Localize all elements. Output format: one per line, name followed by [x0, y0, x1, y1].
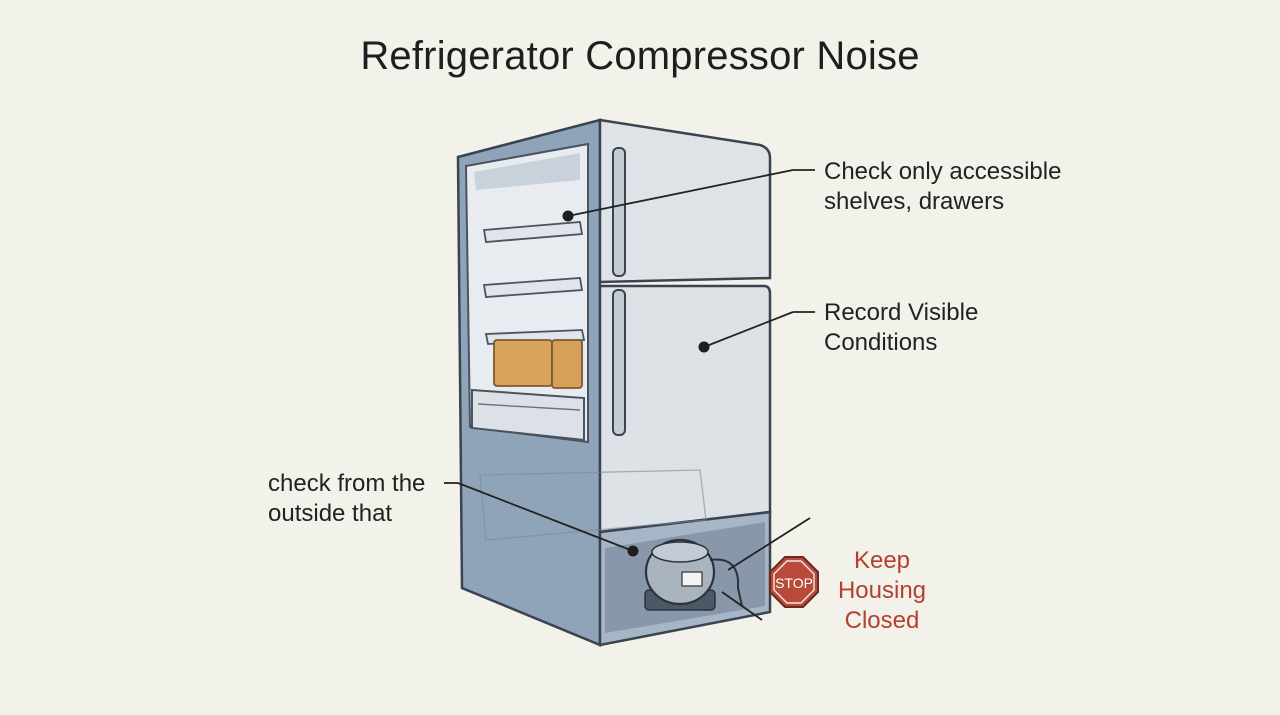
leader-line-shelves: [562, 169, 815, 222]
callout-record-line1: Record Visible: [824, 299, 979, 326]
callout-outside-line1: check from the: [268, 470, 426, 497]
callout-outside: check from the outside that: [268, 469, 425, 529]
freezer-door: [598, 118, 772, 284]
callout-outside-line2: outside that: [268, 500, 393, 527]
callout-housing: Keep Housing Closed: [828, 546, 936, 636]
fridge-interior: [464, 142, 589, 444]
callout-record: Record Visible Conditions: [824, 298, 978, 358]
leader-line-record: [698, 311, 815, 353]
stop-sign-text: STOP: [775, 575, 813, 591]
shelf-middle: [482, 277, 584, 298]
storage-bin-left: [493, 339, 553, 387]
stop-sign-icon: STOP: [769, 556, 819, 608]
callout-record-line2: Conditions: [824, 329, 938, 356]
housing-lines: [721, 517, 811, 621]
callout-housing-line2: Housing: [837, 577, 927, 604]
fridge-door: [598, 284, 772, 534]
leader-line-outside: [444, 482, 639, 557]
callout-housing-line3: Closed: [844, 607, 920, 634]
shelf-top: [482, 221, 584, 243]
storage-bin-right: [551, 339, 583, 389]
callout-housing-line1: Keep: [853, 547, 911, 574]
callout-shelves-line1: Check only accessible: [824, 158, 1062, 185]
callout-shelves-line2: shelves, drawers: [824, 188, 1005, 215]
diagram-title: Refrigerator Compressor Noise: [360, 34, 920, 78]
callout-shelves: Check only accessible shelves, drawers: [824, 157, 1061, 217]
crisper-drawer: [471, 388, 585, 442]
